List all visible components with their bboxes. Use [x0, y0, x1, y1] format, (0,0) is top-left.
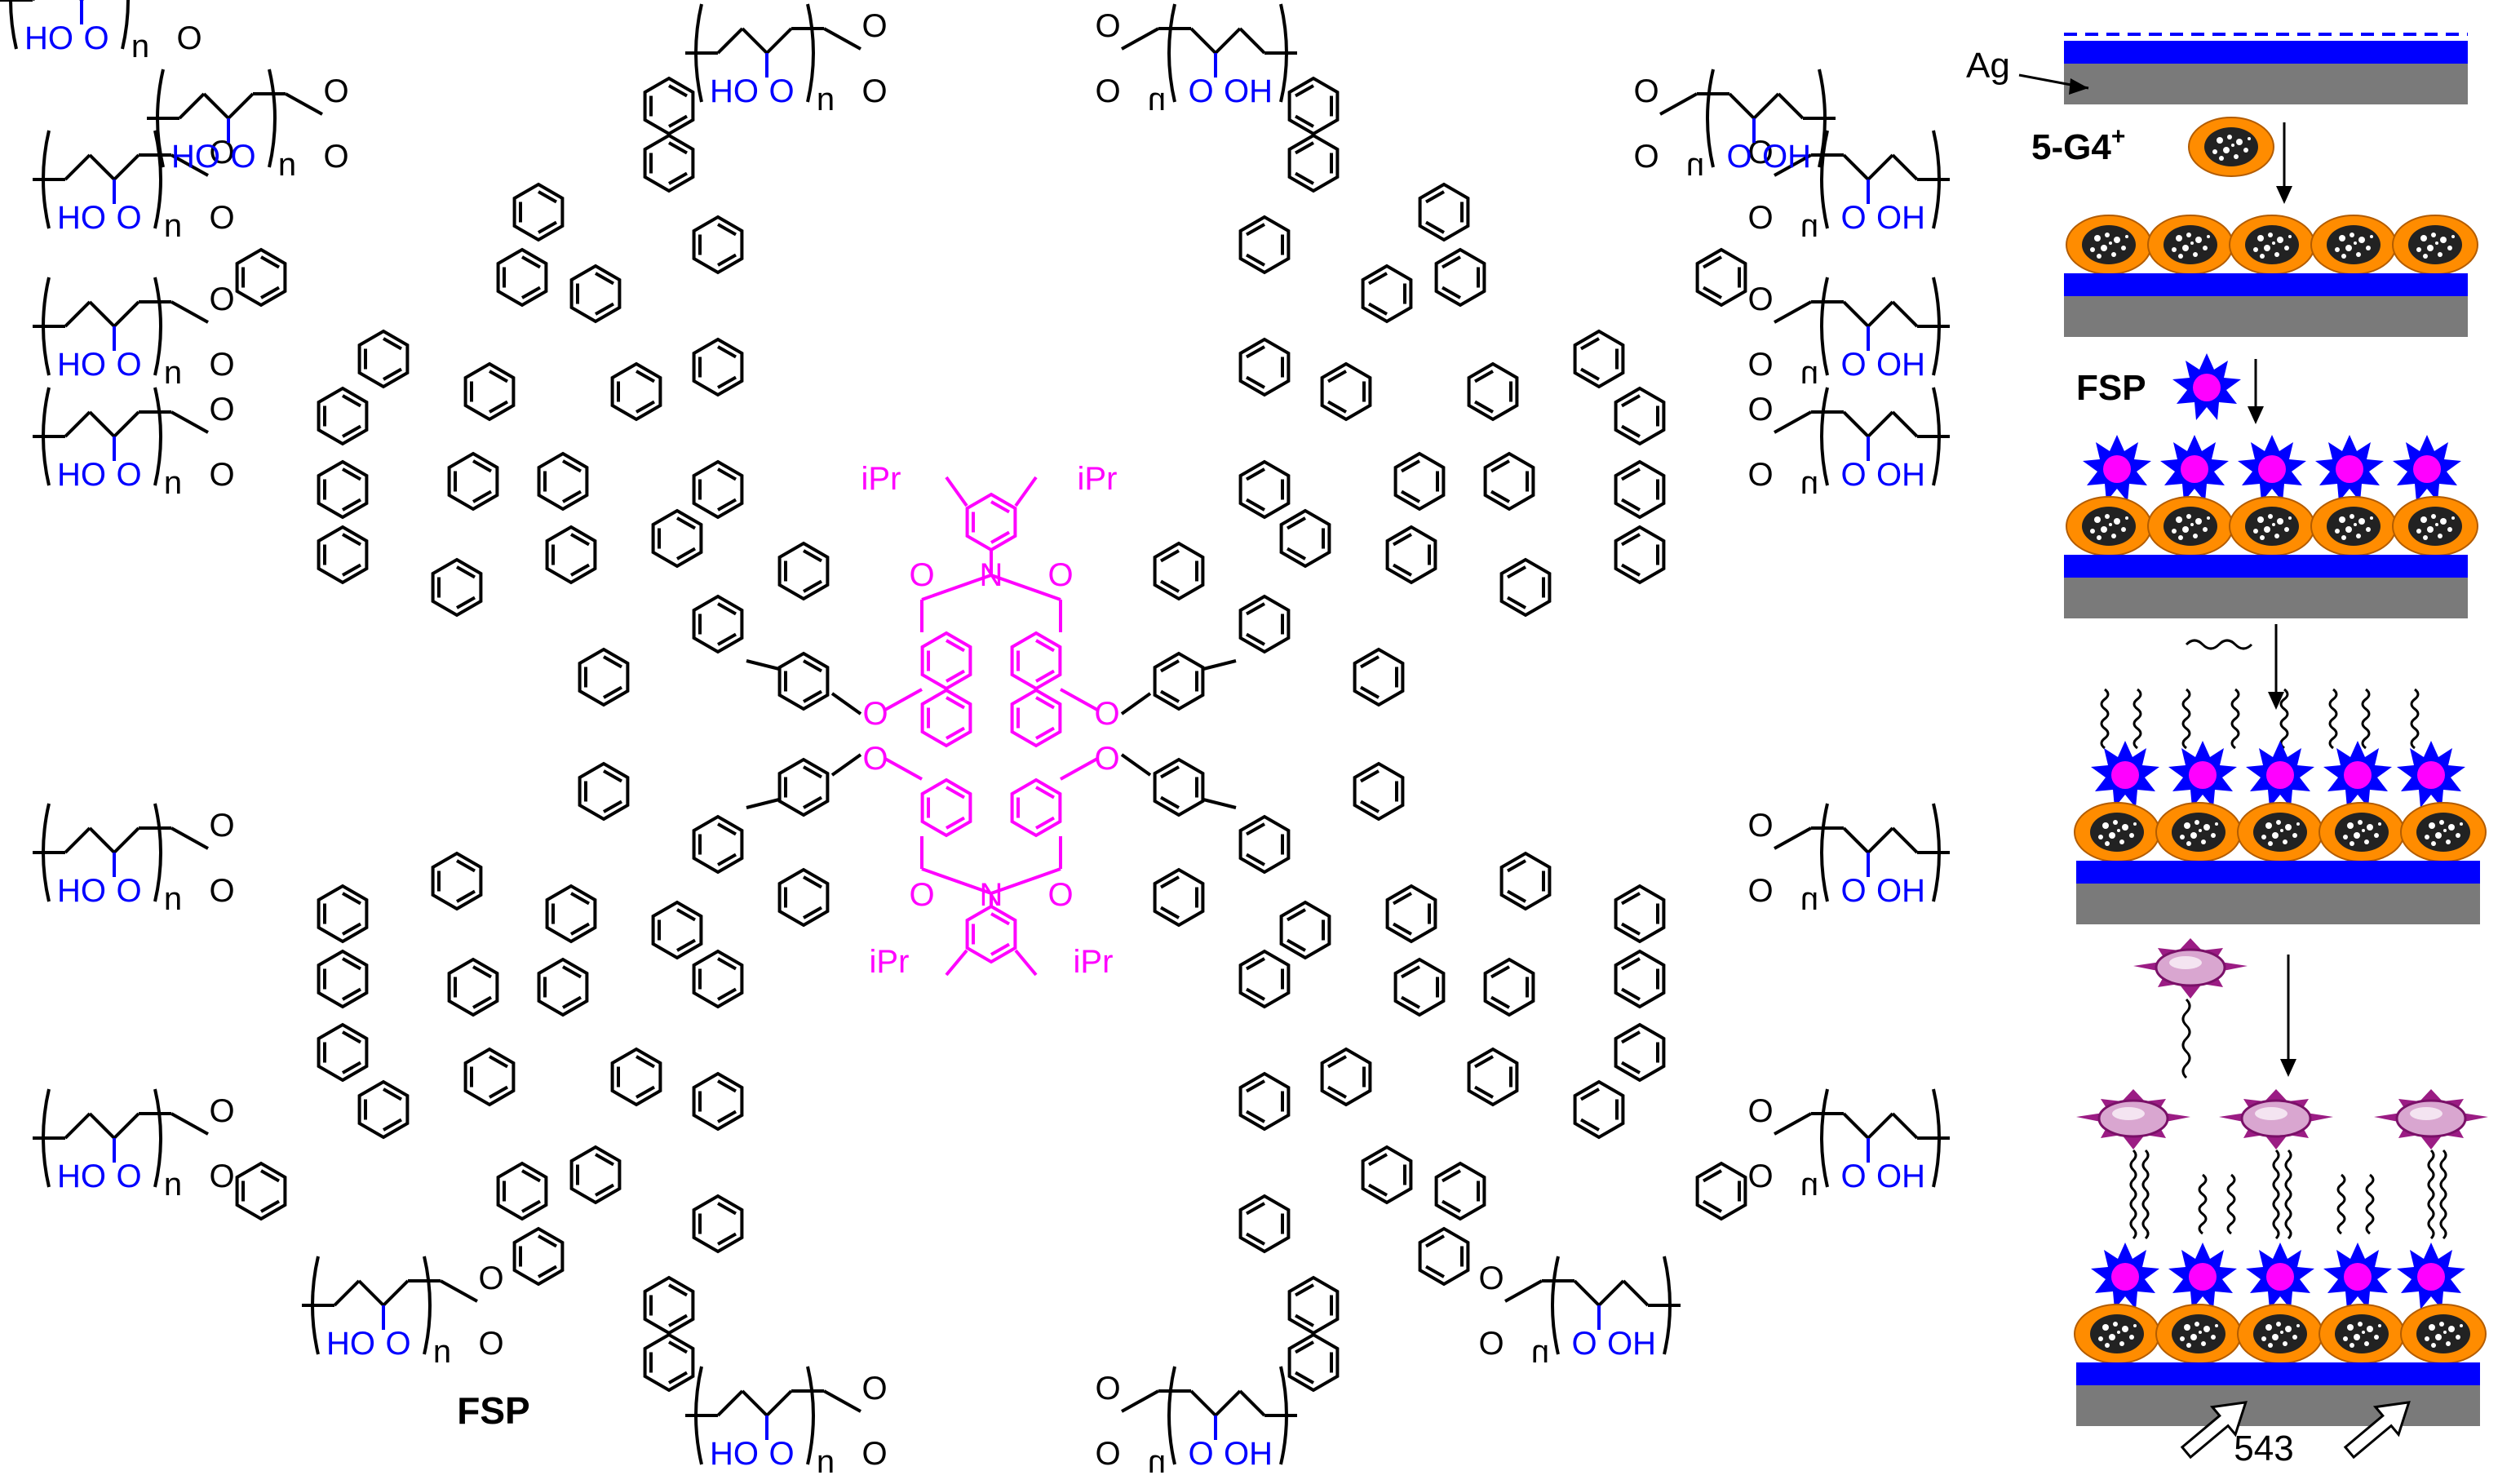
assembly-panel: Ag 5-G4+ FSP	[1966, 33, 2490, 1468]
dendron-upper-left	[235, 77, 862, 715]
ipr-label-bottom-left: iPr	[870, 944, 910, 980]
fsp-step-label: FSP	[2076, 368, 2146, 408]
dna-layer	[2074, 688, 2487, 924]
bay-o-upper-left: O	[862, 696, 888, 732]
imide-o-bottom-right: O	[1047, 877, 1073, 913]
ag-label: Ag	[1966, 46, 2010, 86]
step-g4-addition: 5-G4+	[2031, 117, 2292, 204]
fsp-label: FSP	[457, 1389, 529, 1432]
acid-o-label: O	[83, 20, 109, 56]
dendron-lower-right	[1122, 755, 1745, 1390]
fsp-molecule: iPr iPr iPr iPr O N O O N O O O O O	[0, 0, 1951, 1482]
excitation-indicator: 543	[2180, 1401, 2411, 1468]
bay-o-lower-right: O	[1094, 741, 1119, 777]
dendron-lower-left	[237, 755, 861, 1390]
paa-arm: HO O n O O	[0, 0, 202, 64]
fsp-bilayer	[2064, 435, 2478, 618]
step-ag-substrate: Ag	[1966, 33, 2468, 104]
perylene-diimide-core: iPr iPr iPr iPr O N O O N O O O O O	[861, 461, 1120, 980]
ipr-label-top-right: iPr	[1078, 461, 1118, 497]
bay-o-upper-right: O	[1094, 696, 1119, 732]
hybridized-layer	[2074, 1088, 2490, 1426]
imide-o-bottom-left: O	[909, 877, 934, 913]
ipr-label-bottom-right: iPr	[1074, 944, 1114, 980]
imide-o-top-left: O	[909, 557, 934, 593]
ester-o2-label: O	[176, 20, 202, 56]
step-probe-addition	[2132, 937, 2296, 1079]
excitation-wavelength-label: 543	[2234, 1429, 2293, 1468]
repeat-n-label: n	[131, 29, 149, 64]
imide-n-bottom: N	[980, 877, 1003, 913]
imide-o-top-right: O	[1047, 557, 1073, 593]
step-dna-addition	[2185, 624, 2284, 710]
ipr-label-top-left: iPr	[861, 461, 901, 497]
step-fsp-addition: FSP	[2076, 353, 2264, 424]
acid-ho-label: HO	[24, 20, 73, 56]
bay-o-lower-left: O	[862, 741, 888, 777]
g4-monolayer	[2064, 215, 2478, 337]
g4-label: 5-G4+	[2031, 123, 2125, 167]
imide-n-top: N	[980, 557, 1003, 593]
